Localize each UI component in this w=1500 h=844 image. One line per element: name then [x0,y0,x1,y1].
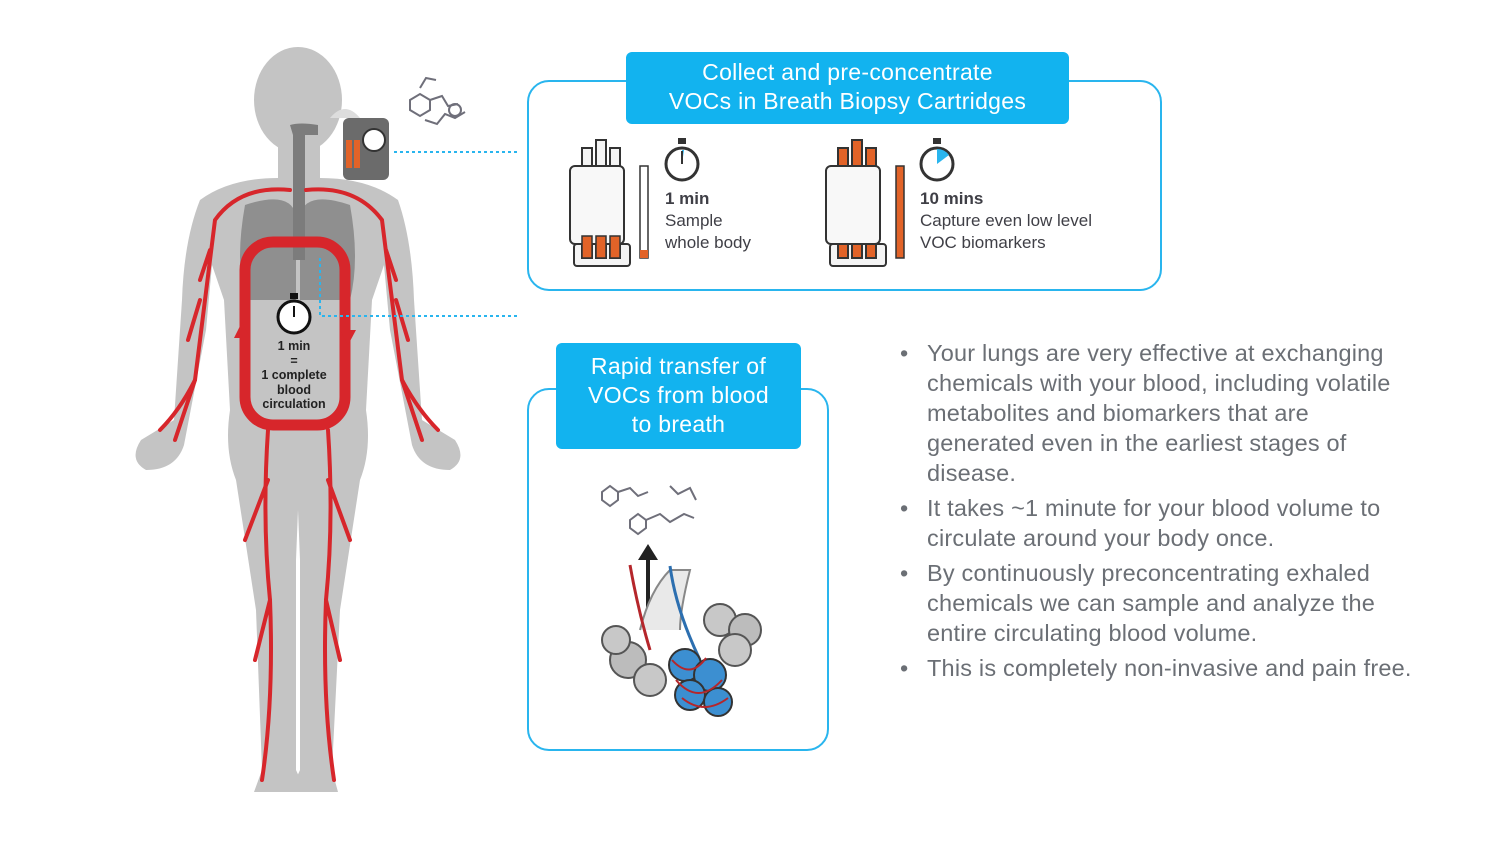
list-item: •This is completely non-invasive and pai… [900,655,1412,681]
transfer-box-title: Rapid transfer of VOCs from blood to bre… [556,343,801,449]
caption-time: 1 min [277,339,311,353]
transfer-title-line: VOCs from blood [588,382,769,408]
stopwatch-icon [919,138,955,182]
cartridge-1-icon [569,139,649,267]
stopwatch-icon [276,293,312,335]
list-item-text: By continuously preconcentrating exhaled… [927,560,1376,646]
left-line: whole body [665,233,752,252]
collect-right-label: 10 mins Capture even low level VOC bioma… [920,188,1150,254]
list-item-text: This is completely non-invasive and pain… [927,655,1412,681]
breath-device-icon [330,109,389,180]
alveoli-illustration [601,484,762,717]
caption-equals: = [290,353,298,368]
loop-arrow-down-icon [340,330,356,345]
collect-left-label: 1 min Sample whole body [665,188,795,254]
list-item-text: It takes ~1 minute for your blood volume… [927,495,1381,551]
benefit-list: •Your lungs are very effective at exchan… [900,338,1420,688]
connector-line [319,258,520,317]
molecule-icon [601,484,697,536]
caption-line: blood [276,382,311,397]
list-item-text: Your lungs are very effective at exchang… [927,340,1391,486]
lungs [240,199,355,300]
cartridge-2-icon [825,139,905,267]
molecule-icon [409,76,466,126]
collect-title-line: Collect and pre-concentrate [702,59,993,85]
list-item: •It takes ~1 minute for your blood volum… [900,495,1381,551]
collect-title-line: VOCs in Breath Biopsy Cartridges [668,88,1027,114]
caption-line: 1 complete [261,368,327,382]
transfer-title-line: to breath [631,411,726,437]
transfer-title-line: Rapid transfer of [590,353,767,379]
left-line: Sample [665,211,723,230]
left-time: 1 min [665,189,710,208]
loop-arrow-up-icon [234,322,250,338]
list-item: •Your lungs are very effective at exchan… [900,340,1391,486]
caption-line: circulation [262,397,326,411]
arteries [158,187,440,782]
arrow-up-icon [638,544,658,560]
body-illustration [135,47,520,792]
stopwatch-icon [664,138,700,182]
collect-box-title: Collect and pre-concentrate VOCs in Brea… [626,52,1069,124]
circulation-caption: 1 min = 1 complete blood circulation [246,339,342,412]
airway [290,123,318,260]
list-item: •By continuously preconcentrating exhale… [900,560,1376,646]
right-line: Capture even low level [920,211,1092,230]
right-line: VOC biomarkers [920,233,1046,252]
right-time: 10 mins [920,189,984,208]
